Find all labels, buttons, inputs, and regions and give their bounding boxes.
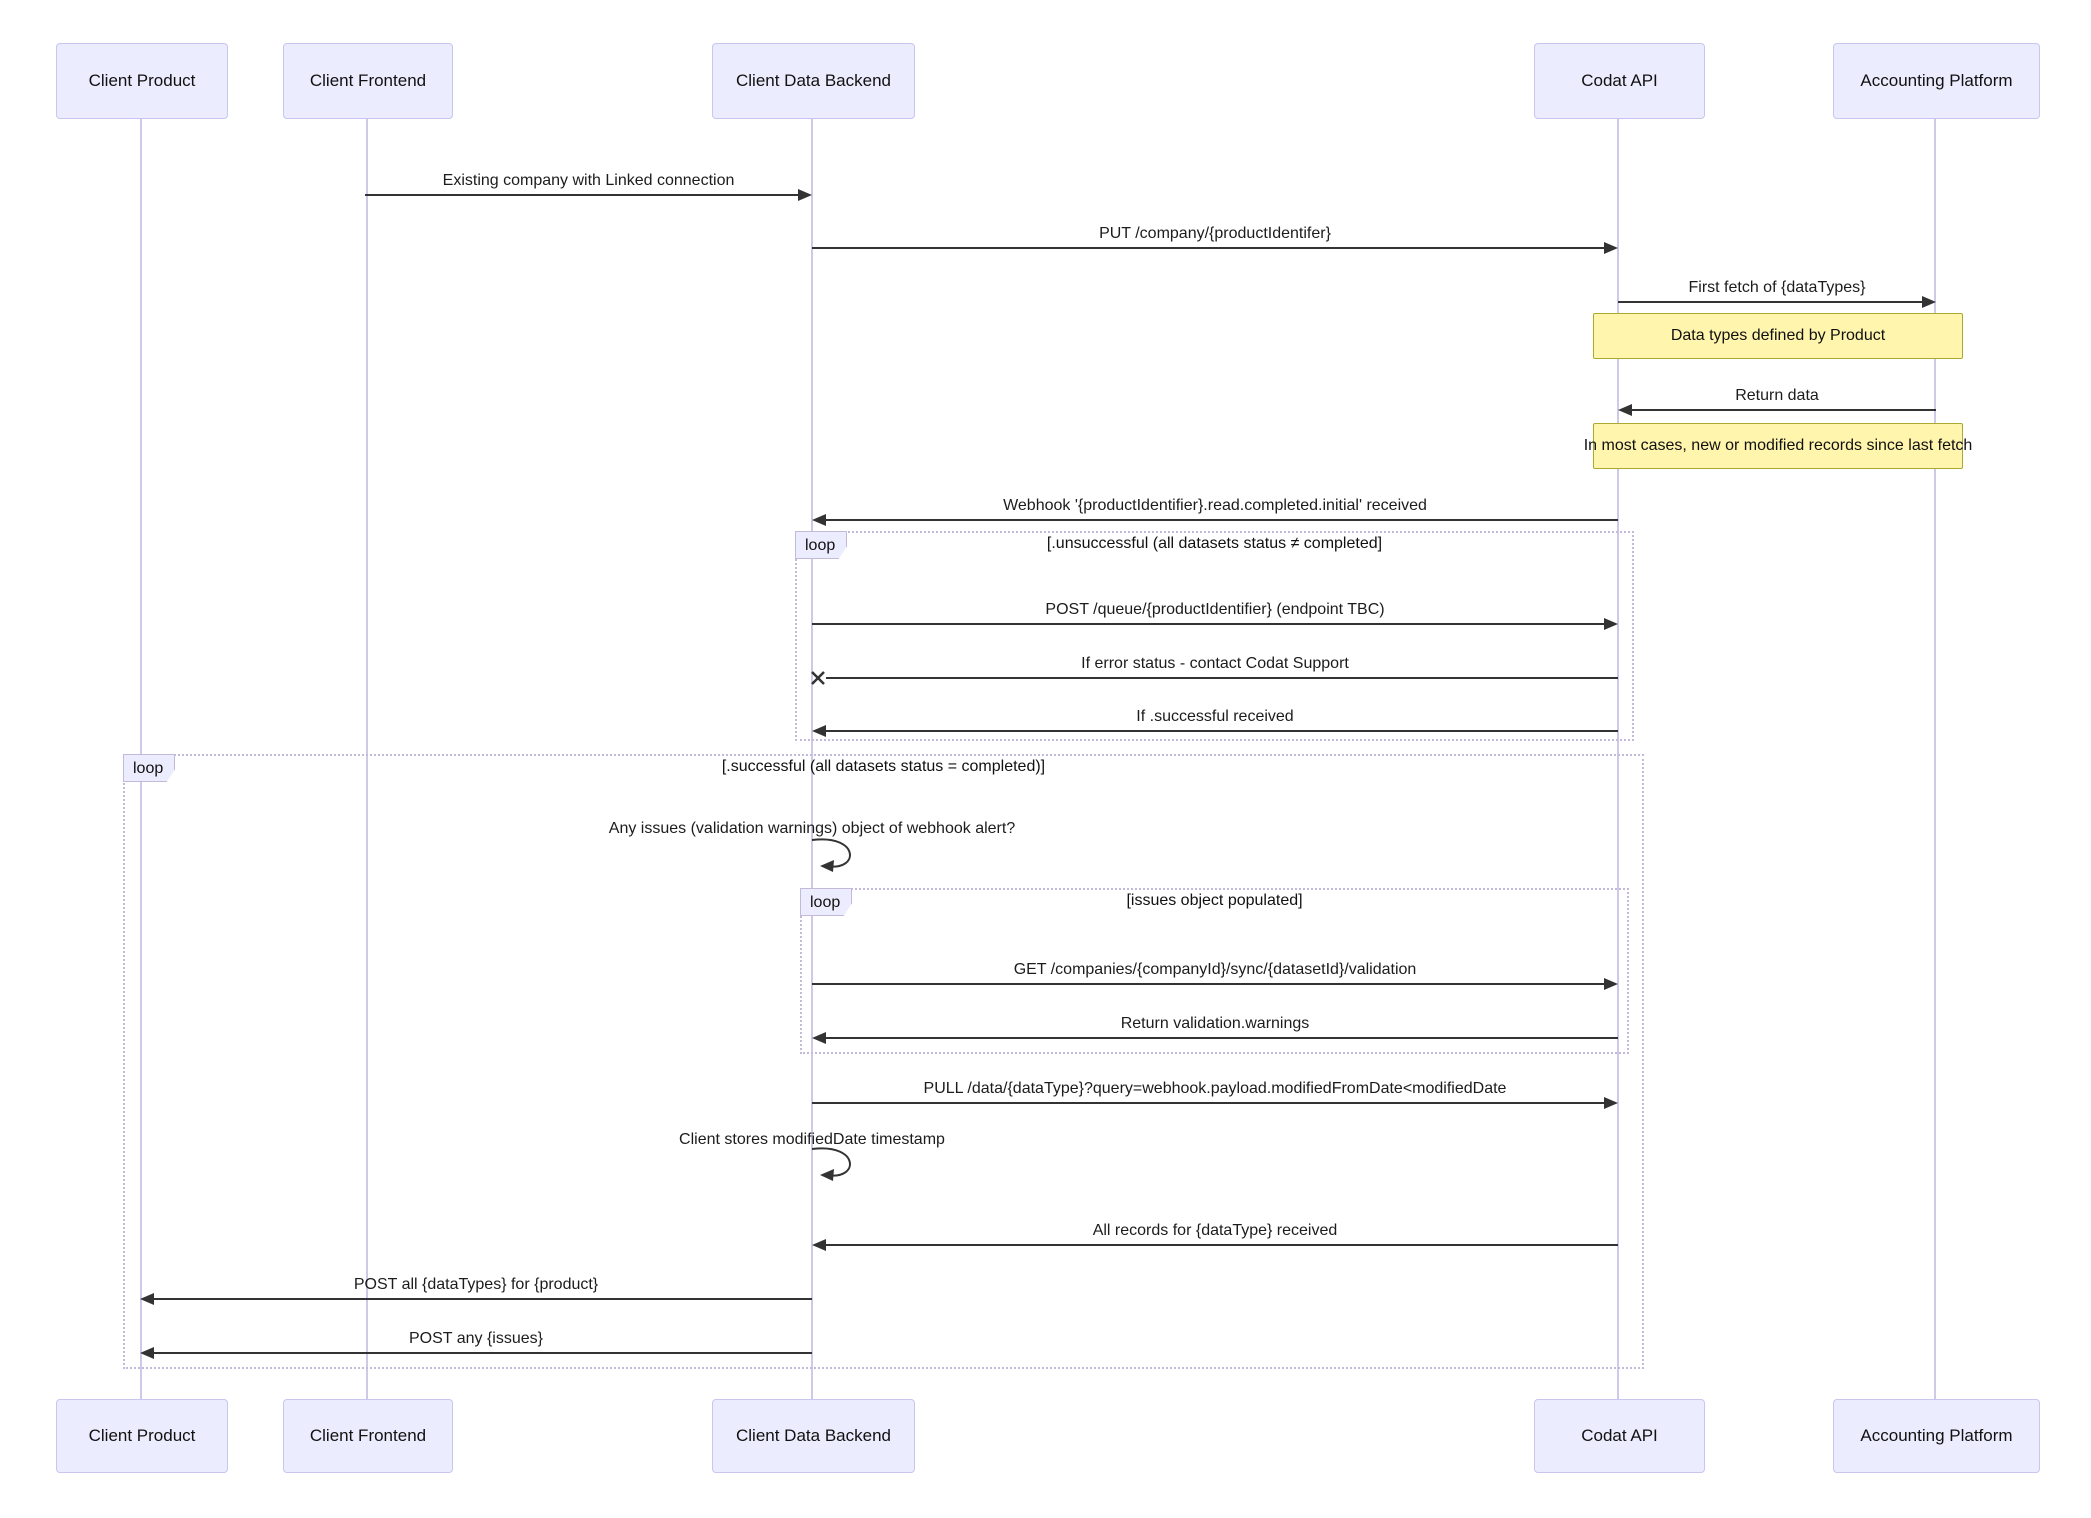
loop-issues-label: loop bbox=[800, 888, 852, 916]
loop-successful: loop [.successful (all datasets status =… bbox=[123, 754, 1644, 1369]
participant-accounting-platform-top: Accounting Platform bbox=[1833, 43, 2040, 119]
lifeline-accounting-platform bbox=[1934, 117, 1936, 1399]
message-pull-data: PULL /data/{dataType}?query=webhook.payl… bbox=[923, 1080, 1507, 1097]
message-stores-timestamp: Client stores modifiedDate timestamp bbox=[679, 1131, 945, 1148]
loop-issues: loop [issues object populated] bbox=[800, 888, 1629, 1054]
message-if-error: If error status - contact Codat Support bbox=[1081, 655, 1349, 672]
message-if-successful: If .successful received bbox=[1136, 708, 1294, 725]
participant-client-frontend-bottom: Client Frontend bbox=[283, 1399, 453, 1473]
note-data-types-text: Data types defined by Product bbox=[1670, 327, 1886, 344]
participant-client-product-bottom: Client Product bbox=[56, 1399, 228, 1473]
loop-unsuccessful: loop [.unsuccessful (all datasets status… bbox=[795, 531, 1634, 741]
note-most-cases: In most cases, new or modified records s… bbox=[1584, 423, 1972, 469]
message-return-warnings: Return validation.warnings bbox=[1120, 1015, 1310, 1032]
participant-accounting-platform-bottom: Accounting Platform bbox=[1833, 1399, 2040, 1473]
message-all-records: All records for {dataType} received bbox=[1092, 1222, 1338, 1239]
lifeline-client-data-backend bbox=[811, 117, 813, 1399]
note-data-types: Data types defined by Product bbox=[1593, 313, 1963, 359]
message-any-issues: Any issues (validation warnings) object … bbox=[608, 820, 1016, 837]
message-post-queue: POST /queue/{productIdentifier} (endpoin… bbox=[1045, 601, 1385, 618]
participant-client-data-backend-top: Client Data Backend bbox=[712, 43, 915, 119]
message-existing-company: Existing company with Linked connection bbox=[442, 172, 735, 189]
message-post-all: POST all {dataTypes} for {product} bbox=[353, 1276, 599, 1293]
participant-client-data-backend-bottom: Client Data Backend bbox=[712, 1399, 915, 1473]
message-post-issues: POST any {issues} bbox=[409, 1330, 543, 1347]
loop-issues-condition: [issues object populated] bbox=[1126, 892, 1303, 909]
lifeline-client-frontend bbox=[366, 117, 368, 1399]
loop-successful-label: loop bbox=[123, 754, 175, 782]
participant-client-product-top: Client Product bbox=[56, 43, 228, 119]
participant-codat-api-top: Codat API bbox=[1534, 43, 1705, 119]
message-get-validation: GET /companies/{companyId}/sync/{dataset… bbox=[1013, 961, 1417, 978]
participant-client-frontend-top: Client Frontend bbox=[283, 43, 453, 119]
message-first-fetch: First fetch of {dataTypes} bbox=[1688, 279, 1866, 296]
lifeline-codat-api bbox=[1617, 117, 1619, 1399]
loop-unsuccessful-condition: [.unsuccessful (all datasets status ≠ co… bbox=[1046, 535, 1383, 552]
participant-codat-api-bottom: Codat API bbox=[1534, 1399, 1705, 1473]
loop-successful-condition: [.successful (all datasets status = comp… bbox=[721, 758, 1046, 775]
message-put-company: PUT /company/{productIdentifer} bbox=[1099, 225, 1331, 242]
note-most-cases-text: In most cases, new or modified records s… bbox=[1583, 437, 1973, 454]
message-webhook-received: Webhook '{productIdentifier}.read.comple… bbox=[1003, 497, 1427, 514]
message-return-data: Return data bbox=[1735, 387, 1819, 404]
loop-unsuccessful-label: loop bbox=[795, 531, 847, 559]
